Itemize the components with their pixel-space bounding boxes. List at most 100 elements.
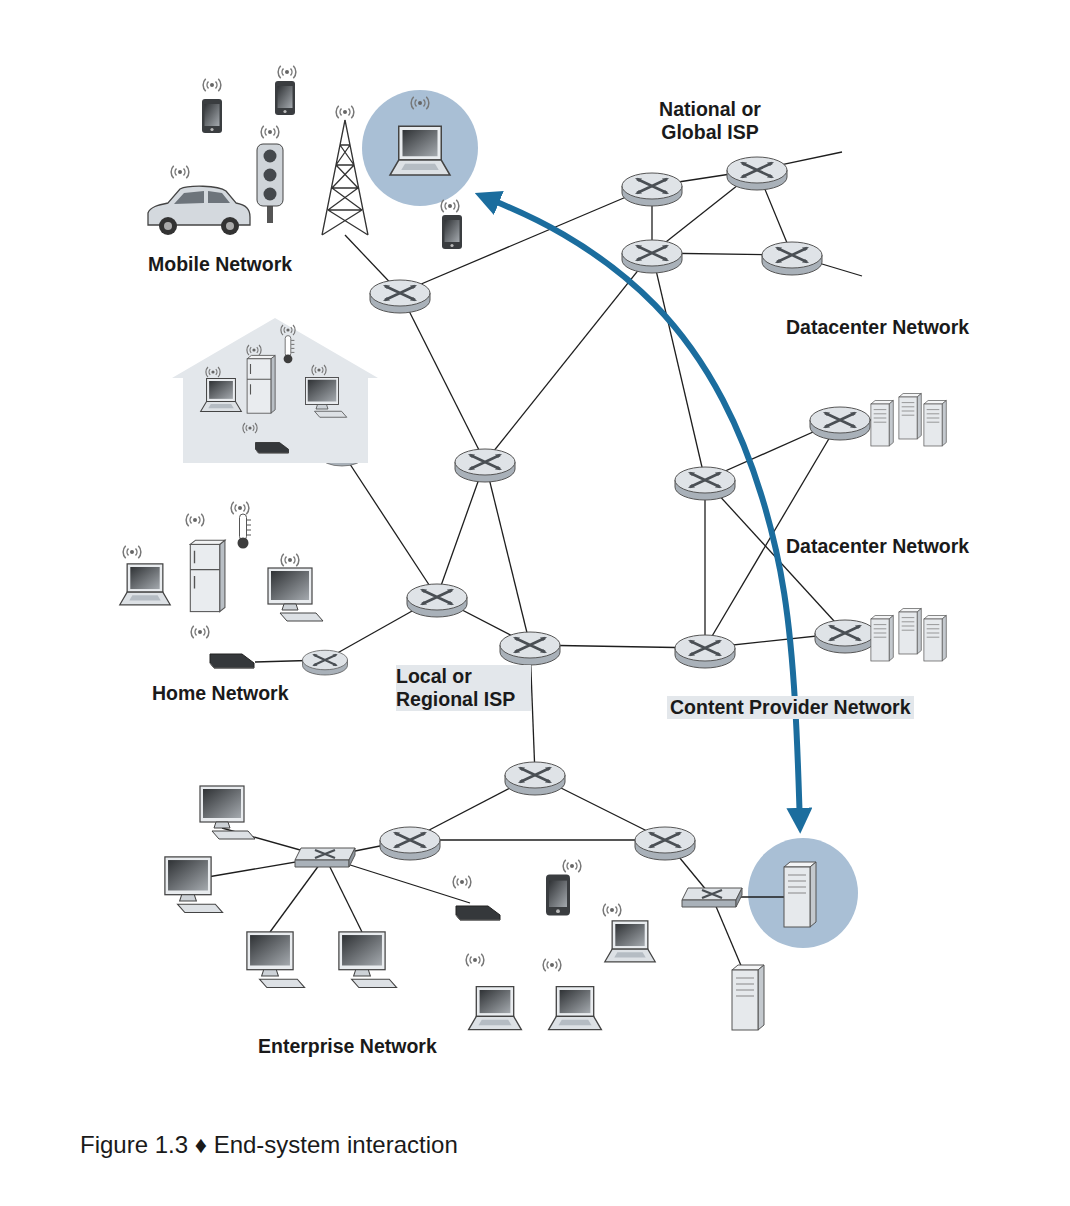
link-wire <box>400 293 485 462</box>
icon-part <box>549 1016 602 1029</box>
icon-part <box>129 595 161 600</box>
icon-part <box>195 629 205 636</box>
icon-part <box>285 70 289 74</box>
phone-icon <box>442 215 462 249</box>
icon-part <box>682 900 736 907</box>
icon-part <box>830 626 860 640</box>
node-outline-path <box>812 345 950 462</box>
icon-part <box>252 348 255 351</box>
icon-part <box>206 367 220 377</box>
icon-part <box>286 328 289 331</box>
network-label: National or Global ISP <box>640 98 780 144</box>
icon-part <box>291 340 294 352</box>
icon-part <box>455 449 515 475</box>
desktop-icon <box>268 568 323 621</box>
fridge-icon <box>190 540 225 611</box>
icon-part <box>250 935 290 965</box>
icon-part <box>422 590 452 604</box>
desktop-icon <box>339 932 397 988</box>
icon-part <box>615 924 644 946</box>
icon-part <box>265 129 275 136</box>
icon-part <box>284 354 293 363</box>
icon-part <box>902 618 915 631</box>
icon-part <box>762 242 822 268</box>
figure-caption: Figure 1.3 ♦ End-system interaction <box>80 1130 458 1160</box>
icon-part <box>127 549 137 556</box>
icon-part <box>622 173 682 199</box>
icon-part <box>285 557 295 564</box>
icon-part <box>370 280 430 306</box>
network-label: Mobile Network <box>148 253 292 276</box>
icon-part <box>445 220 460 242</box>
wireless-symbol <box>453 876 471 889</box>
wireless-symbol <box>281 325 295 335</box>
icon-part <box>917 394 921 440</box>
icon-part <box>899 397 917 439</box>
icon-part <box>247 359 271 413</box>
icon-part <box>284 327 292 333</box>
cell-tower <box>322 120 368 235</box>
icon-part <box>777 248 807 262</box>
server-icon <box>871 616 893 662</box>
icon-part <box>202 99 222 133</box>
icon-part <box>283 110 286 113</box>
icon-part <box>603 904 621 917</box>
icon-part <box>260 979 305 987</box>
icon-part <box>543 959 561 972</box>
icon-part <box>209 369 217 375</box>
icon-part <box>210 663 254 668</box>
icon-part <box>306 378 339 405</box>
icon-part <box>281 325 295 335</box>
icon-part <box>207 82 217 89</box>
icon-part <box>271 571 309 600</box>
router-symbol <box>505 762 565 795</box>
icon-part <box>380 827 440 853</box>
icon-part <box>190 544 219 611</box>
icon-part <box>635 178 669 194</box>
link-wire <box>410 839 665 840</box>
link-wire <box>485 462 530 645</box>
icon-part <box>635 245 669 261</box>
traffic-light-icon <box>257 144 283 223</box>
icon-part <box>203 789 241 818</box>
wireless-symbol <box>261 126 279 139</box>
icon-part <box>288 558 292 562</box>
link-wire <box>652 253 705 480</box>
icon-part <box>130 550 134 554</box>
network-label: Enterprise Network <box>258 1035 437 1058</box>
icon-part <box>190 551 219 589</box>
icon-part <box>285 336 291 357</box>
icon-part <box>924 404 942 446</box>
server-icon <box>784 862 816 927</box>
icon-part <box>457 879 467 886</box>
router-symbol <box>622 240 682 273</box>
icon-part <box>480 990 511 1013</box>
router-symbol <box>815 620 875 653</box>
icon-part <box>810 407 870 433</box>
icon-part <box>740 162 774 178</box>
laptop-icon <box>549 987 602 1030</box>
laptop-icon <box>390 126 450 175</box>
icon-part <box>120 592 170 605</box>
icon-part <box>942 401 946 447</box>
icon-part <box>889 401 893 447</box>
icon-part <box>775 247 809 263</box>
icon-part <box>784 867 810 927</box>
router-symbol <box>370 280 430 313</box>
icon-part <box>441 200 459 213</box>
node-outline-path <box>90 49 482 305</box>
icon-part <box>871 404 889 446</box>
icon-part <box>271 355 275 413</box>
icon-part <box>171 166 189 179</box>
node-outline <box>90 740 880 1090</box>
icon-part <box>209 381 233 399</box>
icon-part <box>547 962 557 969</box>
icon-part <box>460 880 464 884</box>
icon-part <box>295 860 349 867</box>
node-outline <box>78 476 366 717</box>
icon-part <box>675 467 735 493</box>
icon-part <box>264 188 277 201</box>
icon-part <box>871 619 889 661</box>
icon-part <box>256 449 289 453</box>
